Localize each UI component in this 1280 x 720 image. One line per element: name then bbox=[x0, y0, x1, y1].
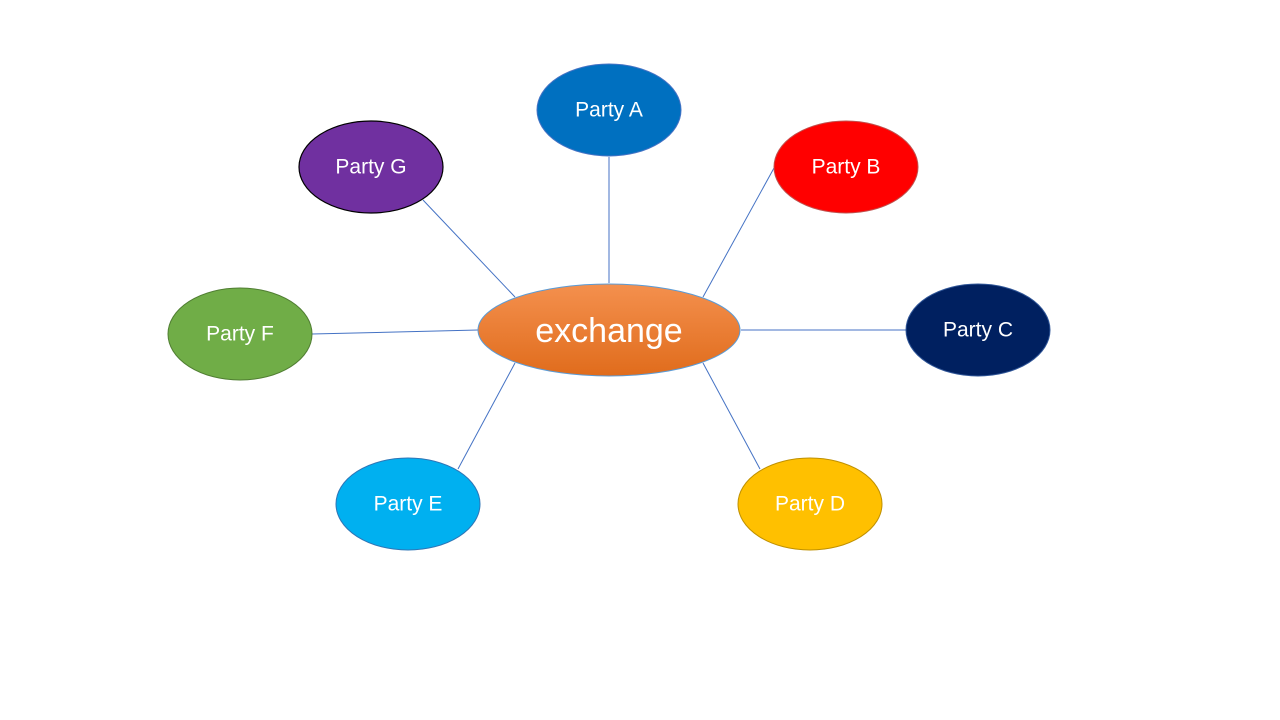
party-a-label: Party A bbox=[575, 99, 643, 122]
party-g-label: Party G bbox=[335, 156, 406, 179]
party-f-node[interactable]: Party F bbox=[167, 287, 313, 381]
exchange-label: exchange bbox=[535, 312, 682, 350]
connector-lines bbox=[311, 157, 907, 470]
connector-b bbox=[702, 167, 775, 298]
connector-g bbox=[422, 199, 516, 298]
exchange-ellipse bbox=[477, 283, 741, 377]
party-g-node[interactable]: Party G bbox=[298, 120, 444, 214]
connector-f bbox=[311, 329, 479, 335]
party-b-label: Party B bbox=[812, 156, 881, 179]
party-c-node[interactable]: Party C bbox=[905, 283, 1051, 377]
party-f-label: Party F bbox=[206, 323, 274, 346]
connector-d bbox=[702, 362, 761, 470]
party-d-node[interactable]: Party D bbox=[737, 457, 883, 551]
party-g-ellipse bbox=[298, 120, 444, 214]
party-e-label: Party E bbox=[374, 493, 443, 516]
exchange-node[interactable]: exchange bbox=[477, 283, 741, 377]
party-c-label: Party C bbox=[943, 319, 1013, 342]
party-a-ellipse bbox=[536, 63, 682, 157]
party-b-node[interactable]: Party B bbox=[773, 120, 919, 214]
party-e-node[interactable]: Party E bbox=[335, 457, 481, 551]
party-e-ellipse bbox=[335, 457, 481, 551]
connector-e bbox=[457, 362, 516, 470]
party-d-ellipse bbox=[737, 457, 883, 551]
party-b-ellipse bbox=[773, 120, 919, 214]
party-a-node[interactable]: Party A bbox=[536, 63, 682, 157]
party-f-ellipse bbox=[167, 287, 313, 381]
party-d-label: Party D bbox=[775, 493, 845, 516]
party-c-ellipse bbox=[905, 283, 1051, 377]
